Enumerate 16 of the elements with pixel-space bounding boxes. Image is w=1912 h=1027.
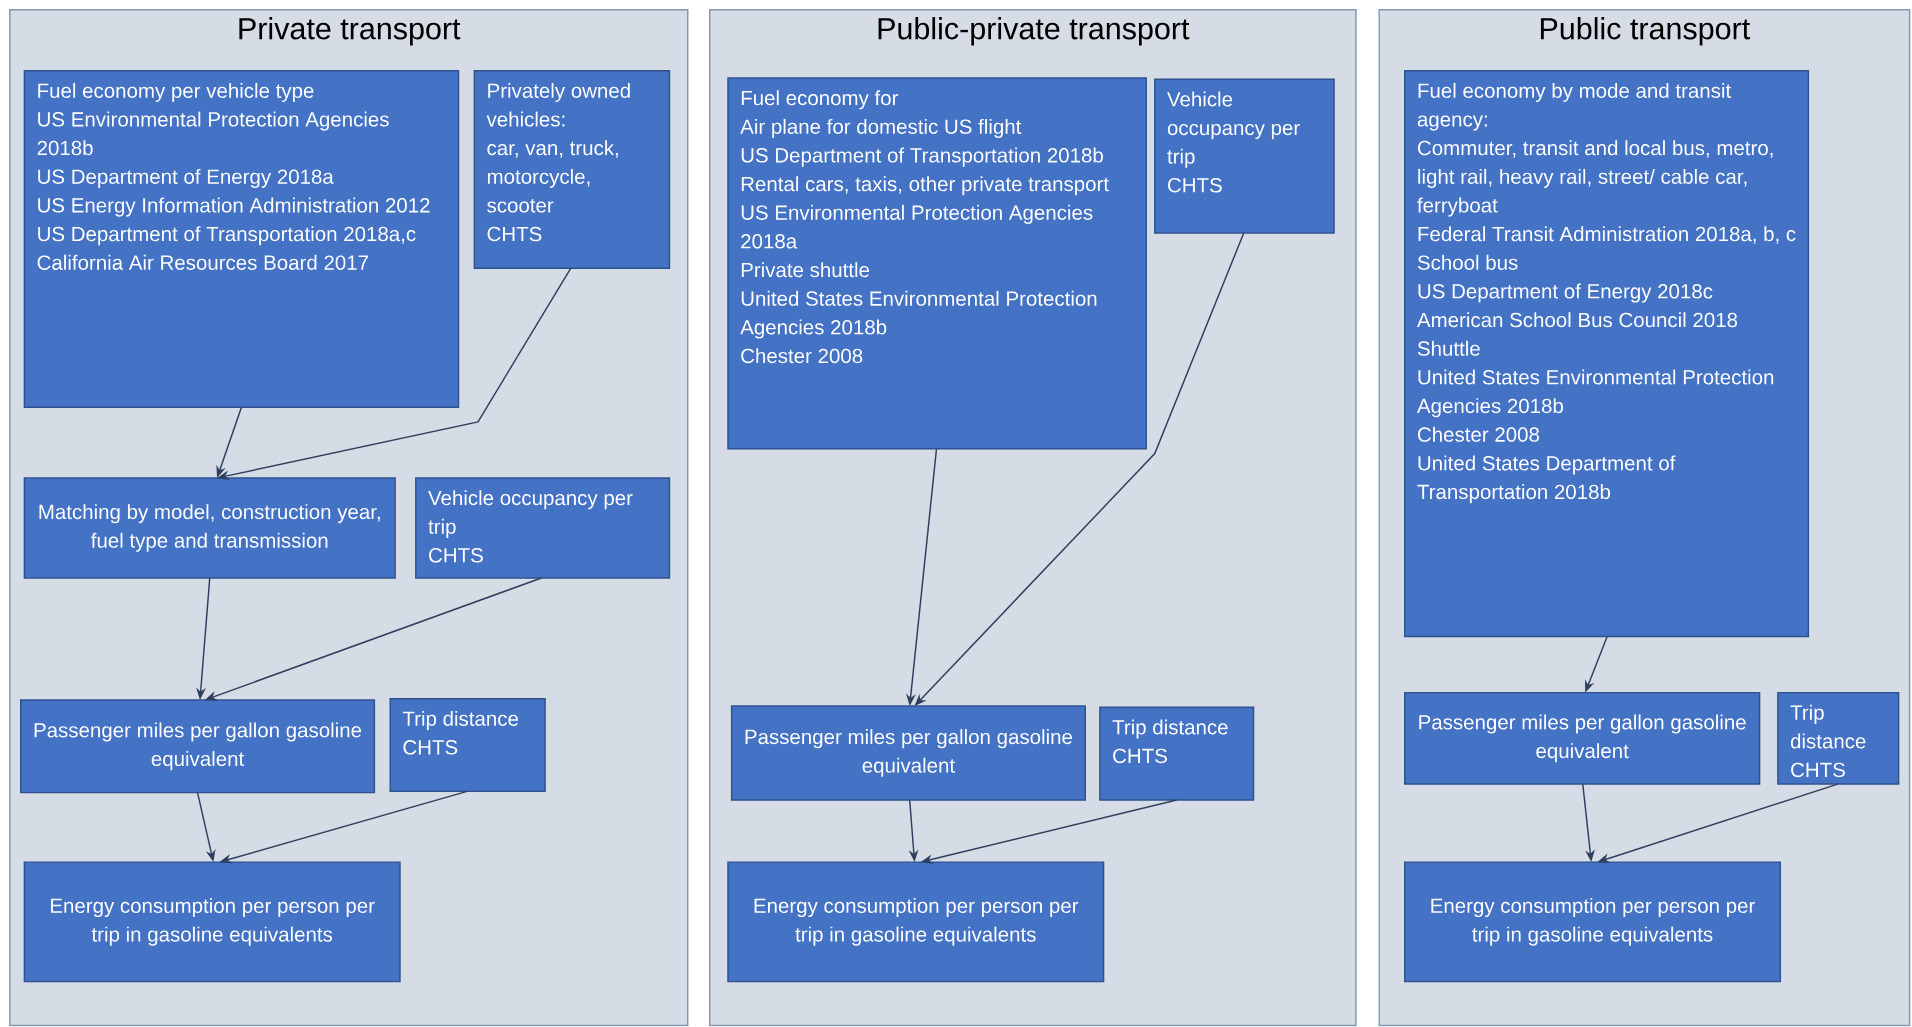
process-box: Fuel economy for Air plane for domestic US flight US Department of Transportation 2018b Rental cars, taxis, other private transport US Environmental Protection Agencies 2018a Private shuttle United States Environmental Protection Agencies 2018b Chester 2008 xyxy=(727,77,1147,450)
process-box: Trip distance CHTS xyxy=(1777,692,1900,785)
process-box: Trip distance CHTS xyxy=(1099,706,1255,801)
process-box: Vehicle occupancy per trip CHTS xyxy=(1154,78,1335,234)
process-box: Passenger miles per gallon gasoline equivalent xyxy=(20,699,376,794)
process-box: Matching by model, construction year, fuel type and transmission xyxy=(23,477,396,579)
process-box: Fuel economy by mode and transit agency: Commuter, transit and local bus, metro, light rail, heavy rail, street/ cable car, ferryboat Federal Transit Administration 2018a, b, c School bus US Department of Energy 2018c American School Bus Council 2018 Shuttle United States Environmental Protection Agencies 2018b Chester 2008 United States Department of Transportation 2018b xyxy=(1404,70,1810,638)
process-box: Privately owned vehicles: car, van, truck, motorcycle, scooter CHTS xyxy=(473,70,671,270)
process-box: Energy consumption per person per trip in gasoline equivalents xyxy=(1404,861,1782,983)
process-box: Energy consumption per person per trip in gasoline equivalents xyxy=(727,861,1105,983)
process-box: Fuel economy per vehicle type US Environmental Protection Agencies 2018b US Department of Energy 2018a US Energy Information Administration 2012 US Department of Transportation 2018a,c California Air Resources Board 2017 xyxy=(23,70,460,409)
process-box: Vehicle occupancy per trip CHTS xyxy=(415,477,671,579)
process-box: Passenger miles per gallon gasoline equivalent xyxy=(730,705,1086,801)
process-box: Trip distance CHTS xyxy=(389,698,546,793)
process-box: Passenger miles per gallon gasoline equivalent xyxy=(1404,692,1761,785)
process-box: Energy consumption per person per trip in gasoline equivalents xyxy=(23,861,401,983)
